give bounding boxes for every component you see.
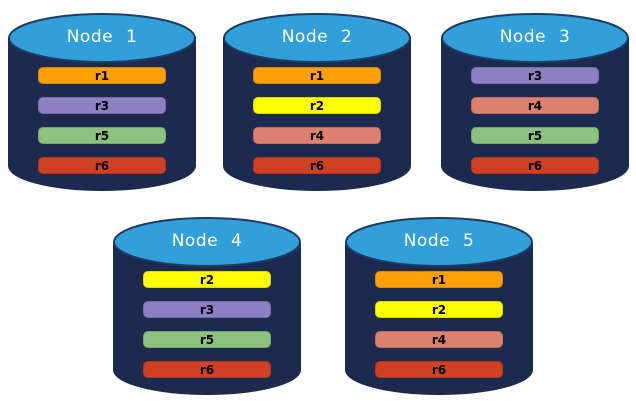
replica-bar: r5 — [38, 127, 166, 144]
replica-bar: r4 — [375, 331, 503, 348]
replica-bar: r5 — [471, 127, 599, 144]
replica-bar: r2 — [375, 301, 503, 318]
replica-bar: r1 — [38, 67, 166, 84]
replica-bar: r3 — [38, 97, 166, 114]
node-5: Node 5 r1 r2 r4 r6 — [344, 213, 534, 399]
cylinder-top — [113, 217, 301, 267]
node-1: Node 1 r1 r3 r5 r6 — [7, 9, 197, 195]
replica-bar: r6 — [253, 157, 381, 174]
replica-bar: r4 — [471, 97, 599, 114]
node-3: Node 3 r3 r4 r5 r6 — [440, 9, 630, 195]
node-title: Node 4 — [171, 231, 243, 251]
node-title: Node 1 — [66, 27, 138, 47]
node-2: Node 2 r1 r2 r4 r6 — [222, 9, 412, 195]
replica-list: r1 r2 r4 r6 — [253, 67, 381, 187]
replica-bar: r6 — [38, 157, 166, 174]
replica-bar: r6 — [143, 361, 271, 378]
replica-bar: r3 — [143, 301, 271, 318]
replica-bar: r3 — [471, 67, 599, 84]
replica-bar: r1 — [253, 67, 381, 84]
node-4: Node 4 r2 r3 r5 r6 — [112, 213, 302, 399]
replica-bar: r6 — [375, 361, 503, 378]
cylinder-top — [8, 13, 196, 63]
replica-bar: r4 — [253, 127, 381, 144]
replica-bar: r5 — [143, 331, 271, 348]
replica-bar: r6 — [471, 157, 599, 174]
replica-list: r1 r3 r5 r6 — [38, 67, 166, 187]
cylinder-top — [223, 13, 411, 63]
replica-list: r1 r2 r4 r6 — [375, 271, 503, 391]
node-title: Node 2 — [281, 27, 353, 47]
replica-list: r2 r3 r5 r6 — [143, 271, 271, 391]
cylinder-top — [345, 217, 533, 267]
replica-list: r3 r4 r5 r6 — [471, 67, 599, 187]
node-title: Node 5 — [403, 231, 475, 251]
node-title: Node 3 — [499, 27, 571, 47]
replica-bar: r2 — [253, 97, 381, 114]
replica-bar: r2 — [143, 271, 271, 288]
cylinder-top — [441, 13, 629, 63]
replica-bar: r1 — [375, 271, 503, 288]
